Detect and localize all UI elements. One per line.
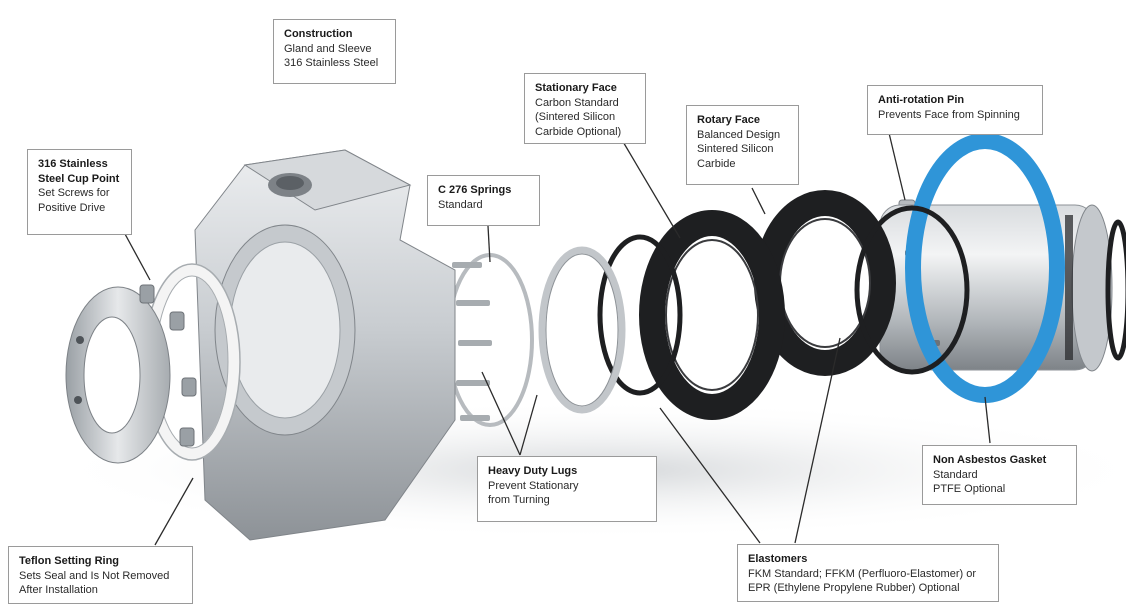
callout-construction-line: Gland and Sleeve: [284, 42, 372, 55]
callout-rotary-face-line: Carbide: [697, 157, 736, 170]
callout-elastomers-title: Elastomers: [748, 553, 808, 565]
callout-anti-rotation-pin-title: Anti-rotation Pin: [878, 94, 965, 106]
springs: [446, 253, 534, 427]
rotary-o-ring: [854, 205, 970, 375]
callout-stationary-face-line: (Sintered Silicon: [535, 111, 616, 123]
callout-heavy-duty-lugs-title: Heavy Duty Lugs: [488, 465, 578, 477]
callout-teflon-ring-title: Teflon Setting Ring: [19, 555, 120, 567]
callout-heavy-duty-lugs-line: from Turning: [488, 494, 550, 506]
callout-gasket-line: PTFE Optional: [933, 483, 1006, 495]
callout-rotary-face-line: Sintered Silicon: [697, 143, 774, 155]
stationary-face: [639, 210, 785, 420]
callout-springs: C 276 Springs Standard: [427, 175, 540, 226]
callout-construction-line: 316 Stainless Steel: [284, 57, 379, 69]
callout-rotary-face: Rotary Face Balanced Design Sintered Sil…: [686, 105, 799, 185]
callout-non-asbestos-gasket: Non Asbestos Gasket Standard PTFE Option…: [922, 445, 1077, 505]
drive-collar: [65, 284, 197, 464]
callout-springs-line: Standard: [438, 198, 483, 211]
gland: [194, 149, 456, 541]
callout-construction: Construction Gland and Sleeve 316 Stainl…: [273, 19, 396, 84]
callout-teflon-ring-line: After Installation: [19, 584, 98, 596]
callout-teflon-setting-ring: Teflon Setting Ring Sets Seal and Is Not…: [8, 546, 193, 604]
callout-construction-title: Construction: [284, 28, 353, 40]
callout-cup-point-line: Positive Drive: [38, 201, 106, 214]
callout-anti-rotation-pin: Anti-rotation Pin Prevents Face from Spi…: [867, 85, 1043, 135]
callout-elastomers-line: EPR (Ethylene Propylene Rubber) Optional: [748, 582, 960, 594]
callout-anti-rotation-pin-line: Prevents Face from Spinning: [878, 108, 1020, 121]
leader-lines: [124, 132, 991, 546]
callout-stationary-face-line: Carbide Optional): [535, 125, 622, 138]
callout-rotary-face-line: Balanced Design: [697, 128, 781, 141]
callout-elastomers: Elastomers FKM Standard; FFKM (Perfluoro…: [737, 544, 999, 602]
callout-heavy-duty-lugs: Heavy Duty Lugs Prevent Stationary from …: [477, 456, 657, 522]
callout-gasket-line: Standard: [933, 468, 978, 481]
callout-stationary-face: Stationary Face Carbon Standard (Sintere…: [524, 73, 646, 144]
callout-stationary-face-title: Stationary Face: [535, 82, 617, 94]
callout-stationary-face-line: Carbon Standard: [535, 96, 619, 109]
callout-cup-point-line: Set Screws for: [38, 187, 110, 199]
callout-cup-point-title: 316 Stainless: [38, 158, 108, 170]
lug-ring: [538, 246, 626, 414]
callout-cup-point: 316 Stainless Steel Cup Point Set Screws…: [27, 149, 132, 235]
callout-springs-title: C 276 Springs: [438, 184, 512, 196]
stationary-o-ring: [597, 234, 683, 396]
callout-gasket-title: Non Asbestos Gasket: [933, 454, 1047, 466]
gasket: [905, 133, 1065, 403]
callout-rotary-face-title: Rotary Face: [697, 114, 760, 126]
callout-cup-point-title: Steel Cup Point: [38, 172, 120, 185]
callout-heavy-duty-lugs-line: Prevent Stationary: [488, 479, 579, 492]
callout-teflon-ring-line: Sets Seal and Is Not Removed: [19, 569, 170, 582]
callout-elastomers-line: FKM Standard; FFKM (Perfluoro-Elastomer)…: [748, 567, 977, 580]
